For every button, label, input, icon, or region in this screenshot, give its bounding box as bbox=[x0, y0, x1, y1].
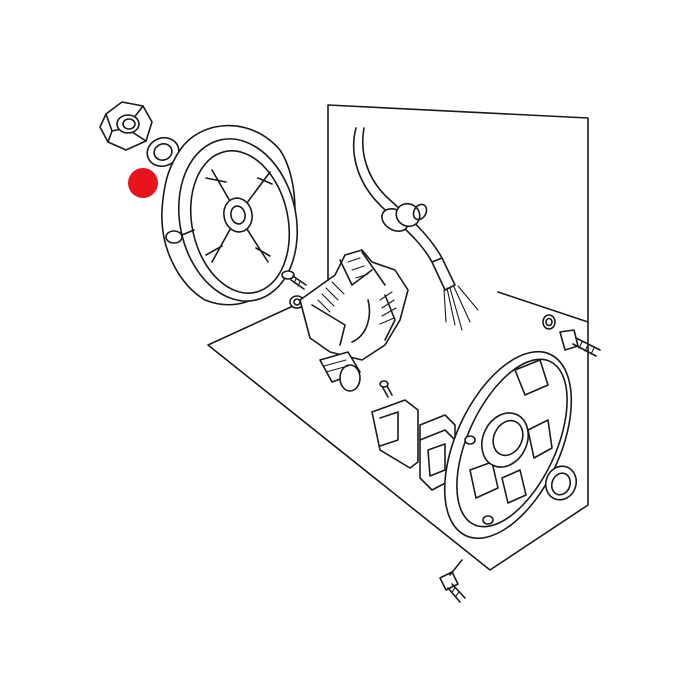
screw-icon[interactable] bbox=[281, 270, 307, 290]
stator-plate-icon[interactable] bbox=[419, 332, 598, 557]
screw-icon[interactable] bbox=[379, 380, 393, 398]
stator-coil-icon[interactable] bbox=[299, 249, 409, 392]
subassembly-frame bbox=[497, 291, 589, 323]
washer-icon[interactable] bbox=[542, 314, 556, 330]
flywheel-rotor-icon[interactable] bbox=[161, 124, 312, 313]
screw-icon[interactable] bbox=[559, 329, 601, 357]
washer-icon[interactable] bbox=[143, 133, 183, 170]
screw-icon[interactable] bbox=[439, 559, 466, 603]
highlight-marker[interactable] bbox=[128, 168, 158, 198]
oil-seal-icon[interactable] bbox=[541, 462, 581, 504]
hex-nut-icon[interactable] bbox=[99, 101, 153, 151]
wire-harness-icon[interactable] bbox=[352, 127, 479, 331]
pickup-coil-icon[interactable] bbox=[371, 399, 456, 491]
grommet-icon[interactable] bbox=[378, 199, 429, 235]
